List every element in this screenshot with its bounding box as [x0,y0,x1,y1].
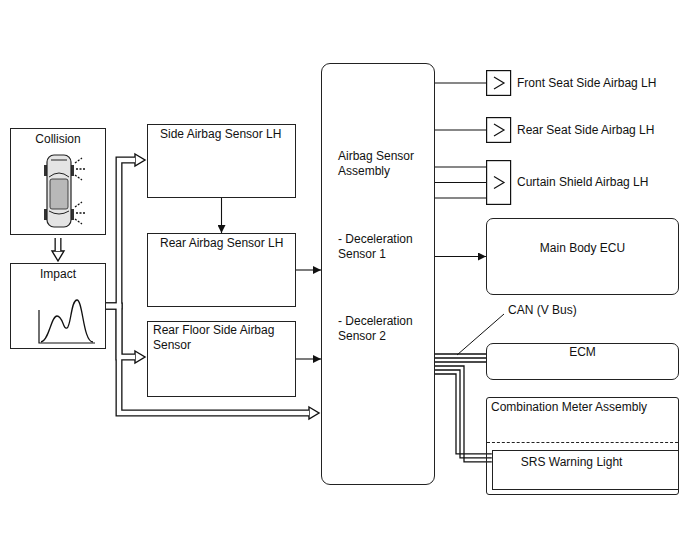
can-bus-line [435,354,486,362]
connector-line [296,269,321,270]
can-bus-line [435,366,492,462]
squib-symbol: Front Seat Side Airbag LH [486,70,656,96]
node-label: SRS Warning Light [521,455,678,470]
hollow-arrow-core [106,306,309,413]
node-label: Main Body ECU [487,241,678,256]
meter-box: Combination Meter AssemblySRS Warning Li… [486,397,679,495]
node-label: Airbag Sensor Assembly [338,149,430,179]
node-label: Curtain Shield Airbag LH [517,175,648,190]
hollow-arrow [106,306,309,413]
node-label: Side Airbag Sensor LH [160,127,285,142]
sensor-box: Rear Floor Side Airbag Sensor [147,321,296,397]
connector-line [221,198,222,233]
ecu-box: Main Body ECU [486,218,679,295]
node-label: Rear Floor Side Airbag Sensor [153,323,293,353]
connector-line [435,82,486,83]
node-label: Collision [11,132,105,147]
ecu-box: ECM [486,343,679,380]
node-label: Impact [11,267,105,282]
node-label: Rear Seat Side Airbag LH [517,123,654,138]
node-label: Combination Meter Assembly [491,400,678,415]
squib-symbol [486,117,512,143]
squib-symbol [486,70,512,96]
node-label: - Deceleration Sensor 1 [338,232,430,262]
squib-symbol: Rear Seat Side Airbag LH [486,117,654,143]
node-label: - Deceleration Sensor 2 [338,314,430,344]
leader-line [457,314,504,355]
event-box: Impact [10,263,106,349]
connector-line [296,358,321,359]
ecu-box: Airbag Sensor Assembly - Deceleration Sen… [321,63,435,485]
hollow-arrow-core [106,160,135,306]
squib-symbol [486,160,512,205]
divider-line [487,442,678,443]
node-label: Front Seat Side Airbag LH [517,76,656,91]
connector-line [435,256,486,257]
connector-line [435,167,486,198]
node-label: Rear Airbag Sensor LH [160,236,285,251]
node-label: ECM [487,345,678,360]
sensor-box: Rear Airbag Sensor LH [147,233,296,307]
hollow-arrow [106,160,135,306]
event-box: Collision [10,128,106,235]
warning-light-box: SRS Warning Light [492,450,679,490]
connector-line [435,129,486,130]
hollow-arrow [55,238,62,251]
hollow-arrow-core [56,238,60,251]
squib-symbol: Curtain Shield Airbag LH [486,160,648,205]
sensor-box: Side Airbag Sensor LH [147,124,296,198]
signal-label: CAN (V Bus) [507,303,578,318]
